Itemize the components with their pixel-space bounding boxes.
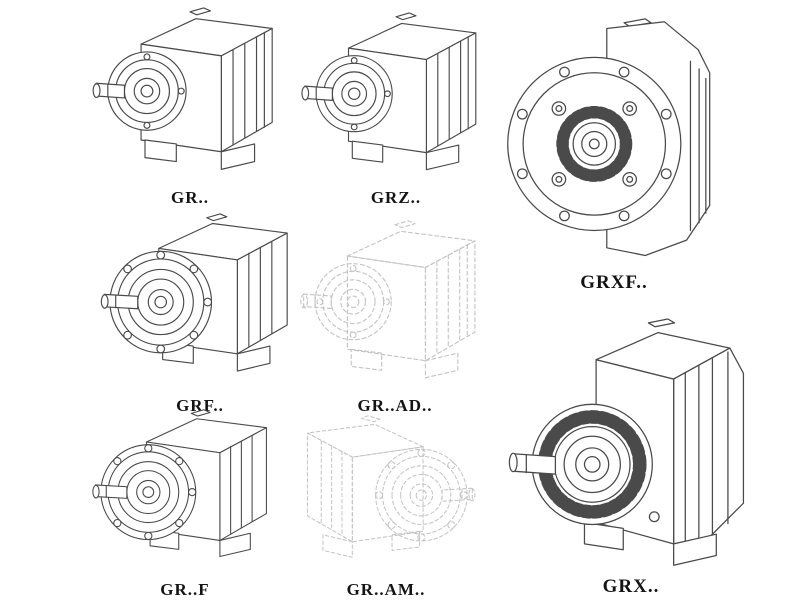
figure-gr: GR..	[88, 2, 292, 208]
figure-label-gr: GR..	[171, 188, 209, 207]
gearbox-drawing-gr-am-ghost-icon	[306, 415, 476, 558]
gearbox-drawing-gr-ad-ghost-icon	[300, 220, 476, 379]
figure-gr-f: GR..F	[86, 408, 284, 600]
gearbox-drawing-grx-icon	[508, 318, 745, 566]
figure-gr-am: GR..AM..	[288, 412, 484, 600]
figure-grf: GRF..	[96, 212, 304, 416]
figure-gr-ad: GR..AD..	[294, 216, 496, 416]
figure-grz: GRZ..	[298, 2, 494, 208]
gearbox-drawing-grf-icon	[100, 213, 288, 372]
figure-label-gr-f: GR..F	[160, 580, 210, 599]
figure-label-grxf: GRXF..	[580, 272, 648, 293]
figure-label-grx: GRX..	[602, 576, 660, 597]
figure-label-gr-ad: GR..AD..	[357, 396, 433, 415]
figure-grx: GRX..	[500, 306, 762, 598]
gearbox-drawing-gr-icon	[92, 7, 273, 170]
gearbox-drawing-gr-f-icon	[92, 409, 267, 558]
figure-label-grf: GRF..	[176, 396, 224, 415]
figure-label-grz: GRZ..	[370, 188, 422, 207]
figure-grxf: GRXF..	[498, 2, 730, 294]
gearbox-drawing-grz-icon	[301, 12, 477, 171]
figure-label-gr-am: GR..AM..	[346, 580, 426, 599]
gearbox-drawing-grxf-icon	[507, 18, 711, 257]
